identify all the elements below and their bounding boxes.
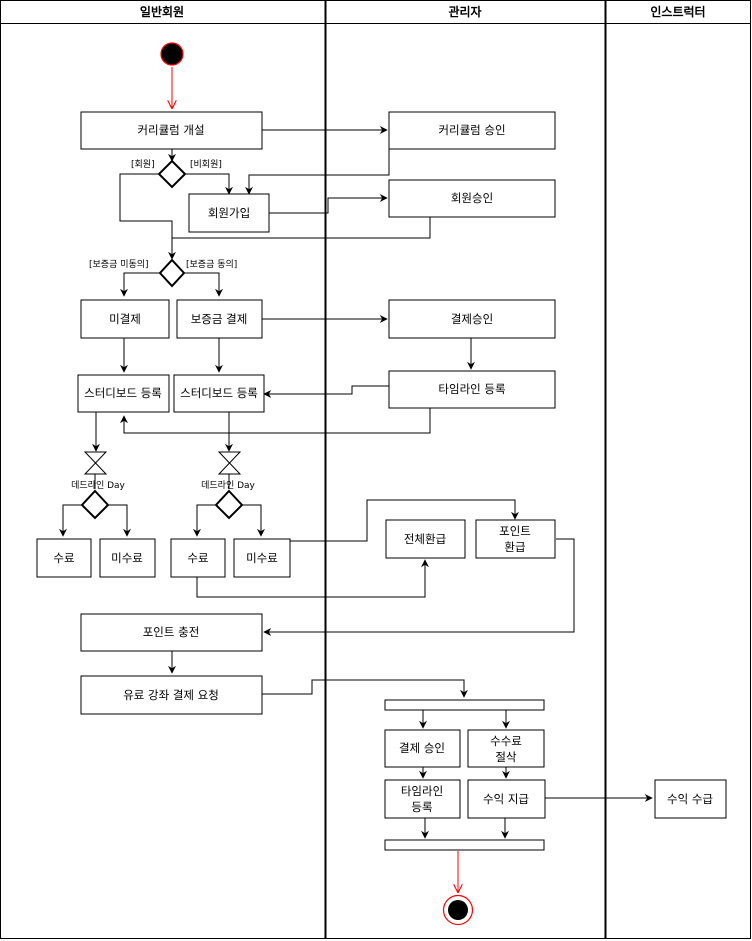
guard-deposit-agree: [보증금 동의] (186, 259, 237, 270)
activity-full-refund: 전체환급 (385, 519, 466, 559)
svg-text:수료: 수료 (187, 551, 208, 565)
svg-text:유료 강좌 결제 요청: 유료 강좌 결제 요청 (123, 688, 219, 702)
activity-timeline-register-2: 타임라인 등록 (384, 779, 461, 819)
svg-text:결제승인: 결제승인 (451, 312, 493, 326)
activity-payment-approve-2: 결제 승인 (384, 729, 461, 768)
svg-text:미수료: 미수료 (111, 551, 143, 565)
hourglass-icon (83, 451, 108, 475)
activity-revenue-receive: 수익 수급 (654, 779, 727, 819)
svg-text:수익 수급: 수익 수급 (667, 792, 713, 806)
fork-bar (384, 699, 545, 711)
activity-curriculum-approve: 커리큘럼 승인 (388, 111, 556, 150)
activity-complete-2: 수료 (170, 538, 226, 578)
activity-payment-approve: 결제승인 (388, 299, 556, 339)
svg-text:회원가입: 회원가입 (208, 206, 250, 220)
activity-fee-deduct: 수수료 절삭 (467, 729, 545, 768)
start-node (160, 42, 184, 66)
activity-deposit-pay: 보증금 결제 (176, 299, 263, 339)
guard-member: [회원] (131, 159, 155, 170)
svg-text:절삭: 절삭 (495, 750, 517, 764)
activity-curriculum-open: 커리큘럼 개설 (80, 111, 263, 150)
lane-instructor-title: 인스트럭터 (650, 4, 705, 19)
svg-text:커리큘럼 개설: 커리큘럼 개설 (137, 123, 204, 137)
edges (59, 67, 653, 892)
svg-text:수수료: 수수료 (490, 734, 522, 748)
svg-text:스터디보드 등록: 스터디보드 등록 (84, 386, 162, 400)
activity-paid-course-request: 유료 강좌 결제 요청 (80, 675, 263, 715)
deadline-label-2: 데드라인 Day (201, 480, 255, 491)
svg-text:환급: 환급 (504, 540, 525, 554)
decision-completion-2 (214, 489, 244, 520)
svg-text:결제 승인: 결제 승인 (399, 741, 445, 755)
deadline-label-1: 데드라인 Day (71, 480, 125, 491)
svg-text:미결제: 미결제 (109, 312, 141, 326)
activity-incomplete-1: 미수료 (99, 538, 156, 578)
svg-text:수익 지급: 수익 지급 (483, 792, 529, 806)
svg-text:포인트 충전: 포인트 충전 (143, 625, 200, 639)
activity-point-refund: 포인트 환급 (475, 519, 556, 559)
svg-text:보증금 결제: 보증금 결제 (191, 312, 248, 326)
guard-non-member: [비회원] (190, 159, 222, 170)
svg-text:등록: 등록 (411, 800, 432, 814)
guard-deposit-disagree: [보증금 미동의] (89, 259, 149, 270)
activity-unpaid: 미결제 (80, 299, 170, 339)
svg-text:회원승인: 회원승인 (451, 191, 493, 205)
hourglass-icon (217, 451, 242, 475)
activity-timeline-register: 타임라인 등록 (388, 370, 556, 409)
lane-admin-title: 관리자 (448, 4, 481, 19)
activity-member-approve: 회원승인 (388, 179, 556, 218)
svg-text:포인트: 포인트 (499, 524, 531, 538)
activity-complete-1: 수료 (36, 538, 92, 578)
svg-text:미수료: 미수료 (246, 551, 278, 565)
svg-text:타임라인 등록: 타임라인 등록 (438, 382, 505, 396)
lane-member-title: 일반회원 (140, 4, 184, 19)
decision-deposit (158, 258, 186, 288)
decision-membership (157, 159, 187, 189)
end-node (442, 894, 474, 926)
svg-text:전체환급: 전체환급 (404, 532, 446, 546)
decision-completion-1 (80, 489, 110, 520)
activity-revenue-pay: 수익 지급 (467, 779, 546, 819)
activity-studyboard-register-1: 스터디보드 등록 (77, 374, 170, 413)
svg-text:커리큘럼 승인: 커리큘럼 승인 (438, 123, 505, 137)
svg-text:스터디보드 등록: 스터디보드 등록 (180, 386, 258, 400)
svg-text:수료: 수료 (53, 551, 74, 565)
activity-incomplete-2: 미수료 (233, 538, 291, 578)
join-bar (384, 839, 545, 851)
activity-signup: 회원가입 (188, 193, 270, 233)
svg-text:타임라인: 타임라인 (401, 784, 443, 798)
activity-point-charge: 포인트 충전 (80, 613, 263, 652)
activity-studyboard-register-2: 스터디보드 등록 (173, 374, 265, 413)
